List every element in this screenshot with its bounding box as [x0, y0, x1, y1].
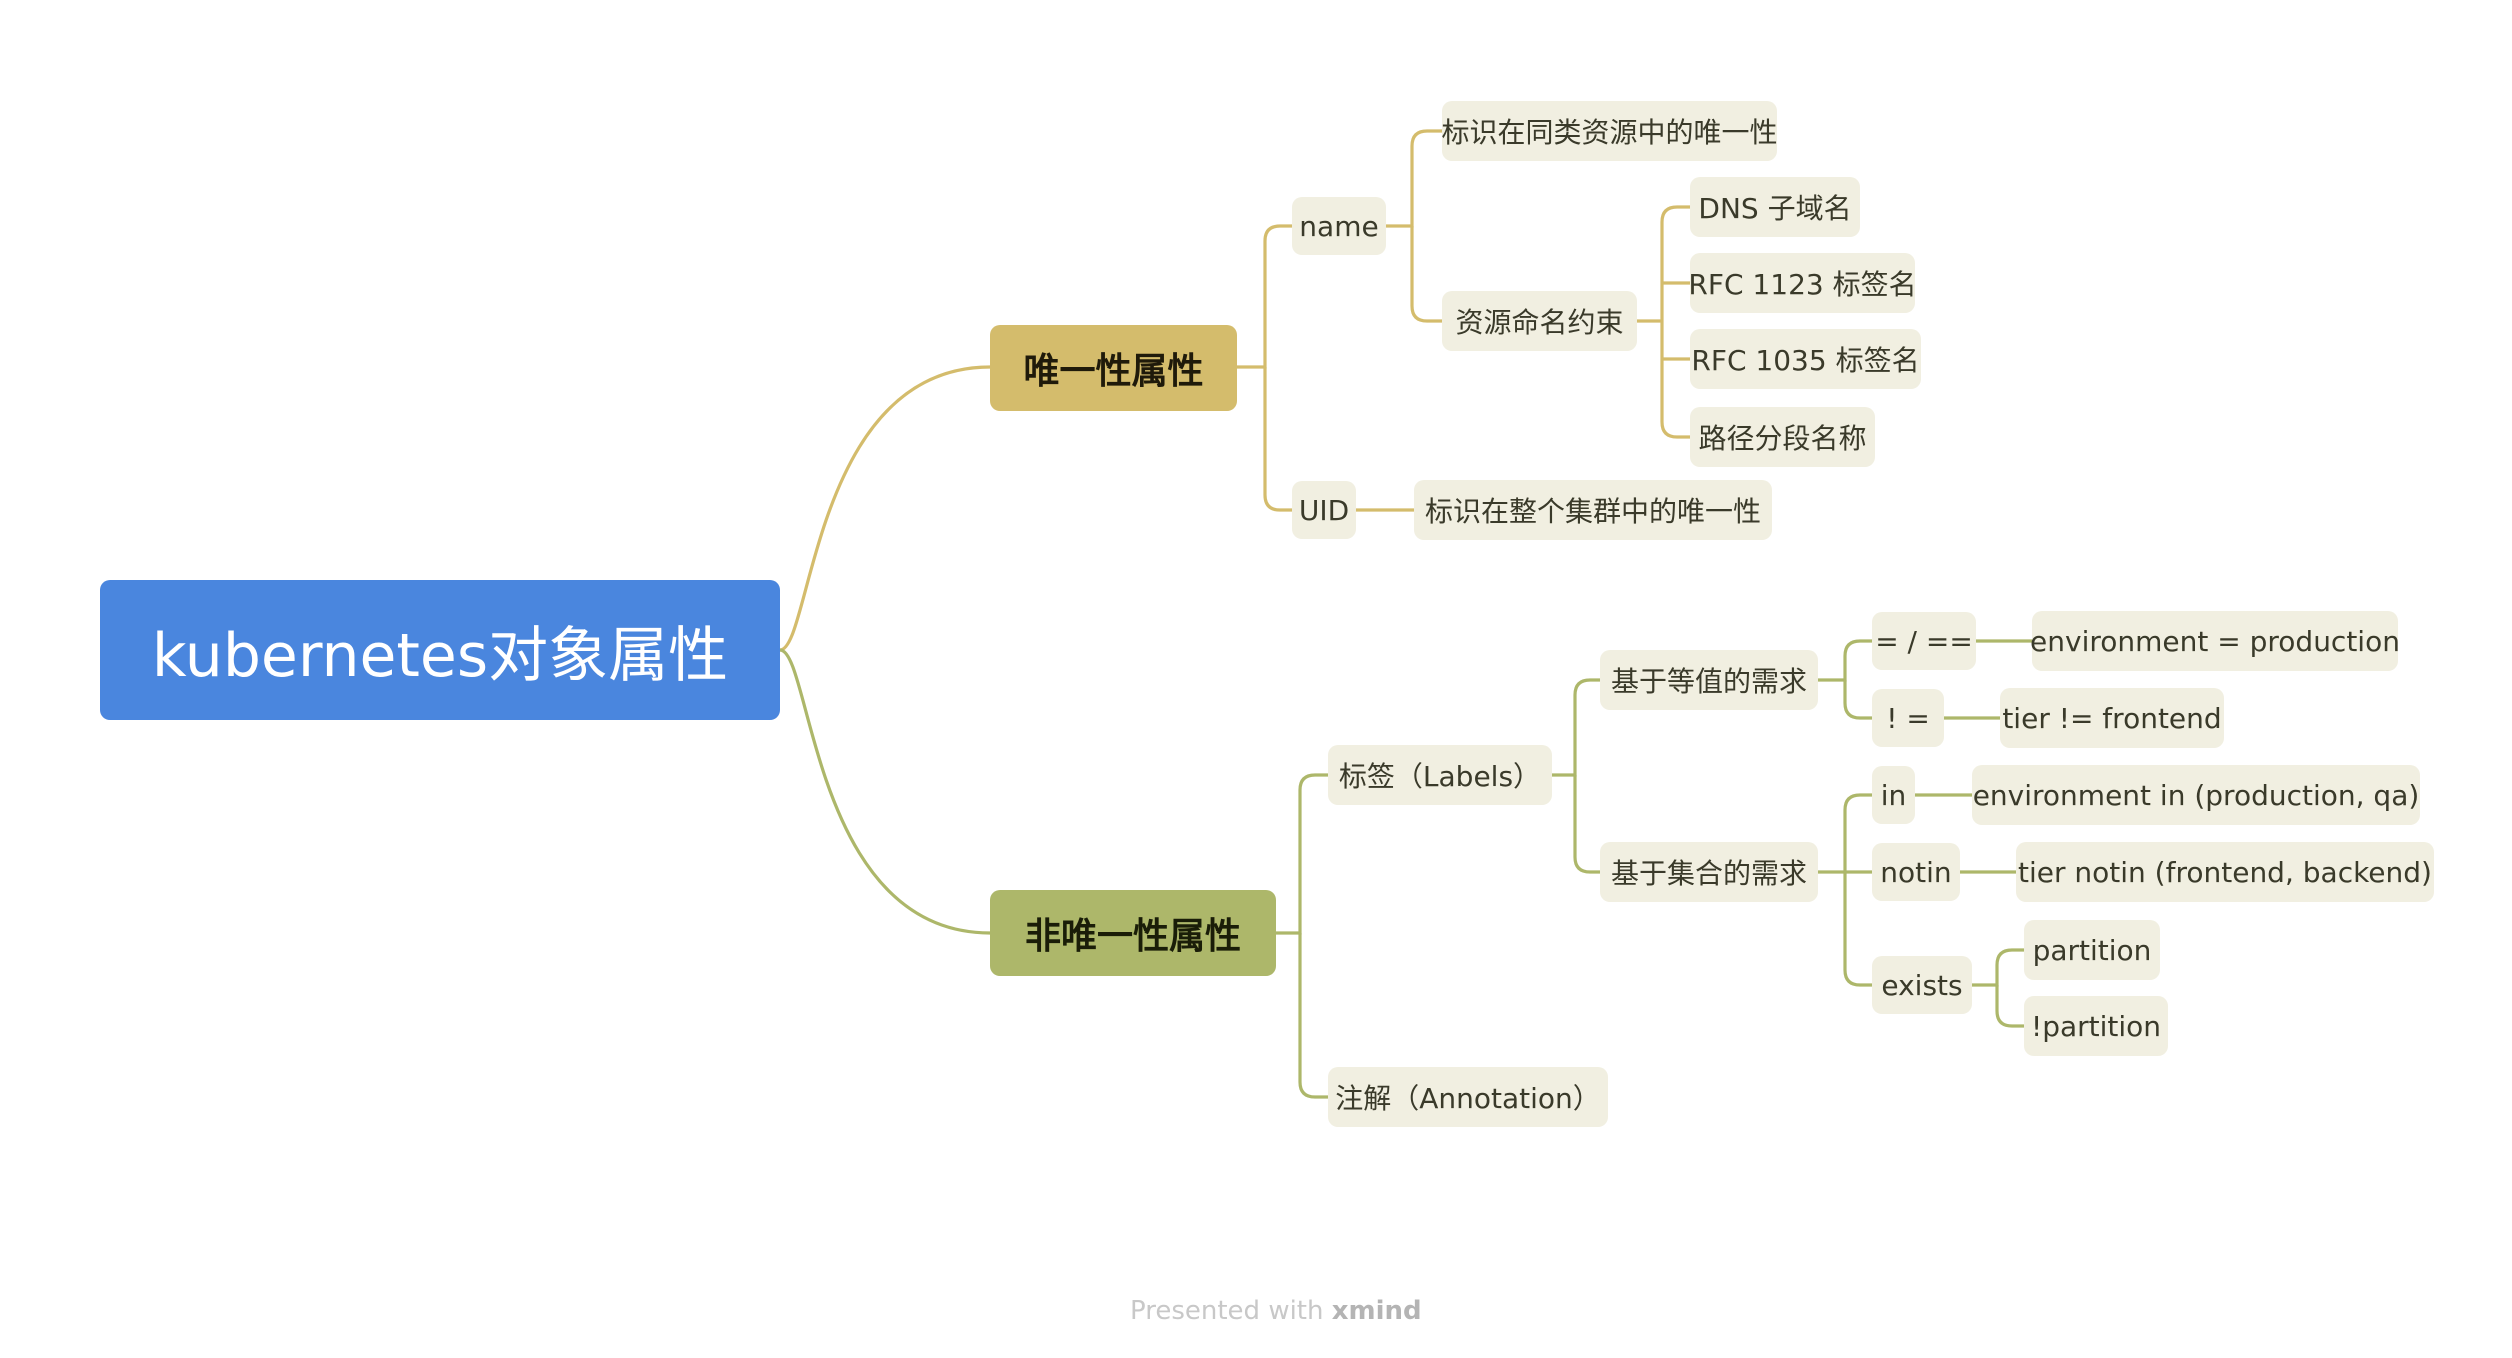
- naming-constraint-topic[interactable]: 资源命名约束: [1442, 291, 1637, 351]
- connector-set-ops: [1818, 793, 1872, 874]
- not-exists-example[interactable]: !partition: [2024, 996, 2168, 1056]
- equality-operator[interactable]: = / ==: [1872, 612, 1976, 670]
- connector-nonunique-labels: [1276, 773, 1328, 935]
- connector-equality-ops: [1818, 639, 1872, 682]
- branch-nonunique-attributes[interactable]: 非唯一性属性: [990, 890, 1276, 976]
- connector-labels-reqs: [1552, 678, 1600, 777]
- exists-example[interactable]: partition: [2024, 920, 2160, 980]
- name-description[interactable]: 标识在同类资源中的唯一性: [1442, 101, 1778, 161]
- inequality-operator[interactable]: ! =: [1872, 689, 1944, 747]
- equality-example[interactable]: environment = production: [2030, 611, 2400, 671]
- connector-unique-uid: [1263, 367, 1292, 512]
- branch-unique-attributes[interactable]: 唯一性属性: [990, 325, 1237, 411]
- equality-requirement-topic[interactable]: 基于等值的需求: [1600, 650, 1818, 710]
- notin-operator[interactable]: notin: [1872, 843, 1960, 901]
- footer-prefix: Presented with: [1130, 1296, 1324, 1326]
- uid-description[interactable]: 标识在整个集群中的唯一性: [1414, 480, 1772, 540]
- connector-root-nonunique: [779, 648, 991, 935]
- inequality-example[interactable]: tier != frontend: [2000, 688, 2224, 748]
- connector-name-constraint: [1410, 226, 1442, 323]
- connector-name-desc: [1386, 129, 1442, 228]
- connector-nonunique-annotation: [1298, 933, 1328, 1099]
- xmind-brand: xmind: [1331, 1296, 1422, 1326]
- set-requirement-topic[interactable]: 基于集合的需求: [1600, 842, 1818, 902]
- xmind-footer: Presented with xmind: [1130, 1296, 1422, 1326]
- name-topic[interactable]: name: [1292, 197, 1386, 255]
- constraint-item[interactable]: RFC 1123 标签名: [1688, 253, 1917, 313]
- connector-root-unique: [779, 365, 991, 652]
- constraint-item[interactable]: 路径分段名称: [1690, 407, 1875, 467]
- uid-topic[interactable]: UID: [1292, 481, 1356, 539]
- connector-unique-name: [1237, 224, 1292, 369]
- constraint-item[interactable]: RFC 1035 标签名: [1690, 329, 1921, 389]
- annotation-topic[interactable]: 注解（Annotation）: [1328, 1067, 1608, 1127]
- in-operator[interactable]: in: [1872, 766, 1915, 824]
- root-topic[interactable]: kubernetes对象属性: [100, 580, 780, 720]
- in-example[interactable]: environment in (production, qa): [1972, 765, 2420, 825]
- labels-topic[interactable]: 标签（Labels）: [1328, 745, 1552, 805]
- exists-operator[interactable]: exists: [1872, 956, 1972, 1014]
- constraint-item[interactable]: DNS 子域名: [1690, 177, 1860, 237]
- notin-example[interactable]: tier notin (frontend, backend): [2016, 842, 2434, 902]
